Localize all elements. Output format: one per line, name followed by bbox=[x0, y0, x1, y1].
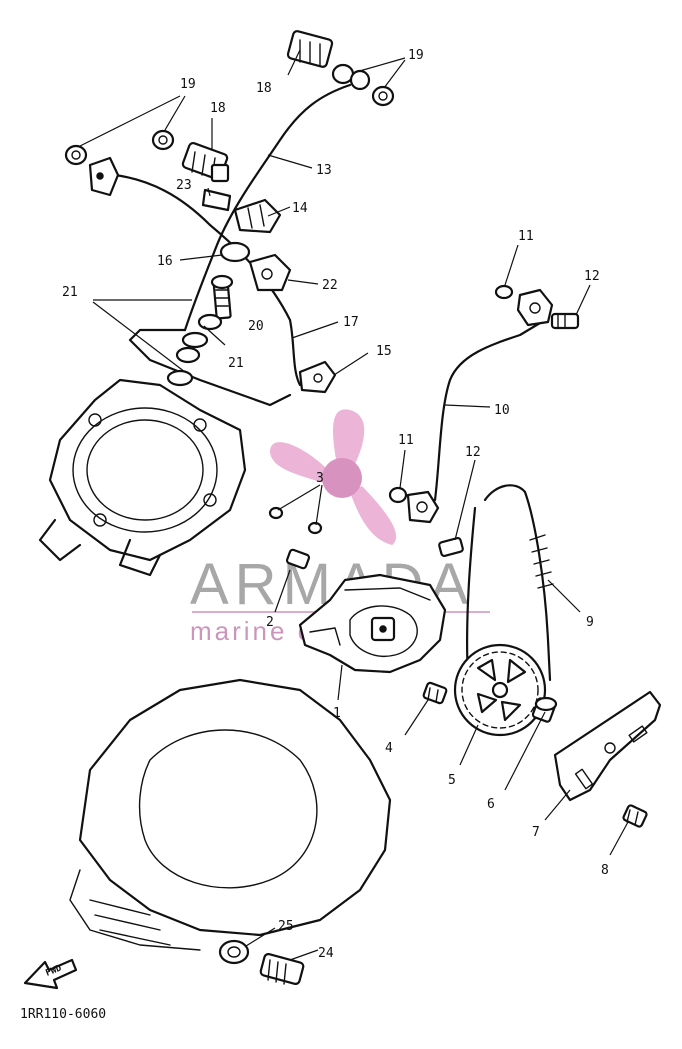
sprocket-cover-7 bbox=[553, 690, 662, 802]
callout-12-mid: 12 bbox=[465, 445, 481, 460]
bolt-8 bbox=[622, 804, 648, 828]
clamp-14 bbox=[233, 198, 282, 234]
callout-21-right: 21 bbox=[228, 356, 244, 371]
front-direction-arrow-icon: FWD bbox=[23, 958, 78, 990]
callout-16: 16 bbox=[157, 254, 173, 269]
pipe-fitting-left bbox=[88, 156, 120, 197]
callout-19-left: 19 bbox=[180, 77, 196, 92]
bolt-6 bbox=[531, 696, 558, 723]
dowel-pin-2 bbox=[285, 548, 311, 570]
oil-pipe-13 bbox=[183, 83, 352, 332]
callout-14: 14 bbox=[292, 201, 308, 216]
o-ring-3-a bbox=[268, 506, 284, 520]
callout-4: 4 bbox=[385, 741, 393, 756]
cylinder-head-outline bbox=[38, 378, 247, 577]
callout-18-left: 18 bbox=[210, 101, 226, 116]
copper-washer-19-top-b bbox=[349, 69, 395, 107]
callout-10: 10 bbox=[494, 403, 510, 418]
callout-3: 3 bbox=[316, 471, 324, 486]
clamp-22 bbox=[248, 253, 292, 292]
oil-pipe-10 bbox=[418, 318, 547, 512]
callout-leaders bbox=[79, 49, 629, 961]
callout-1: 1 bbox=[333, 706, 341, 721]
o-ring-11-top bbox=[494, 284, 514, 300]
oil-pump-assembly-1 bbox=[298, 573, 447, 674]
watermark-logo-icon bbox=[270, 409, 397, 545]
callout-21-left: 21 bbox=[62, 285, 78, 300]
washer-21-stack bbox=[166, 313, 223, 387]
bolt-20 bbox=[210, 274, 234, 320]
o-ring-11-mid bbox=[388, 486, 408, 504]
clamp-16 bbox=[219, 241, 251, 263]
diagram-code: 1RR110-6060 bbox=[20, 1007, 106, 1022]
callout-labels: 1 2 3 4 5 6 7 8 9 10 11 11 12 12 13 14 1… bbox=[62, 48, 609, 961]
callout-23: 23 bbox=[176, 178, 192, 193]
callout-15: 15 bbox=[376, 344, 392, 359]
clamp-15 bbox=[298, 360, 337, 394]
callout-22: 22 bbox=[322, 278, 338, 293]
union-bolt-18-left bbox=[181, 141, 230, 183]
gasket-25 bbox=[218, 939, 250, 965]
pipe-fitting-10-top bbox=[516, 288, 554, 327]
oil-pipe-17 bbox=[113, 173, 302, 407]
bolt-12-top bbox=[550, 312, 580, 330]
copper-washer-19-left bbox=[64, 129, 175, 166]
callout-8: 8 bbox=[601, 863, 609, 878]
callout-5: 5 bbox=[448, 773, 456, 788]
callout-13: 13 bbox=[316, 163, 332, 178]
callout-7: 7 bbox=[532, 825, 540, 840]
clamp-23 bbox=[201, 188, 232, 212]
bolt-12-mid bbox=[438, 536, 464, 558]
callout-6: 6 bbox=[487, 797, 495, 812]
callout-19-top: 19 bbox=[408, 48, 424, 63]
crankcase-outline bbox=[69, 678, 392, 951]
callout-18-top: 18 bbox=[256, 81, 272, 96]
bolt-4 bbox=[422, 681, 448, 705]
callout-25: 25 bbox=[278, 919, 294, 934]
pipe-fitting-10-bottom bbox=[406, 490, 440, 524]
callout-9: 9 bbox=[586, 615, 594, 630]
callout-24: 24 bbox=[318, 946, 334, 961]
o-ring-3-b bbox=[307, 521, 323, 535]
callout-17: 17 bbox=[343, 315, 359, 330]
callout-2: 2 bbox=[266, 615, 274, 630]
callout-11-mid: 11 bbox=[398, 433, 414, 448]
callout-12-top: 12 bbox=[584, 269, 600, 284]
oil-pump-sprocket-5 bbox=[453, 643, 547, 737]
callout-20: 20 bbox=[248, 319, 264, 334]
drain-bolt-24 bbox=[259, 952, 305, 986]
callout-11-top: 11 bbox=[518, 229, 534, 244]
